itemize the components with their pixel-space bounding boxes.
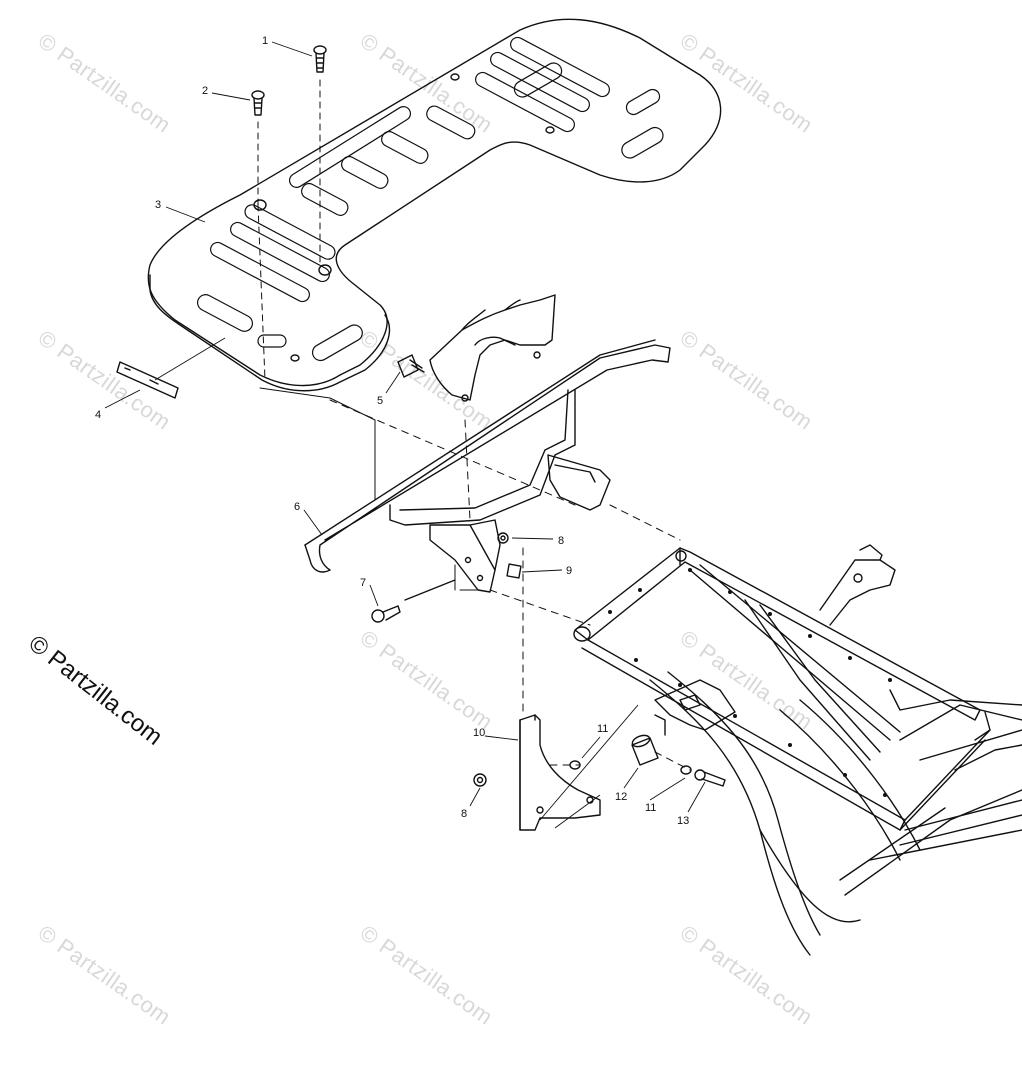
- callout-7: 7: [360, 577, 367, 589]
- nut-8-lower: [473, 773, 487, 787]
- mount-bracket: [429, 454, 611, 593]
- atv-frame: [573, 544, 1022, 956]
- callout-8-lower: 8: [461, 808, 468, 820]
- callout-2: 2: [202, 85, 209, 97]
- callout-10: 10: [473, 727, 486, 739]
- rack-support-6: [304, 339, 671, 573]
- callout-11b: 11: [645, 802, 657, 814]
- callout-4: 4: [95, 409, 102, 421]
- callout-5: 5: [377, 395, 384, 407]
- square-nut-9: [506, 563, 522, 579]
- callout-3: 3: [155, 199, 162, 211]
- screw-2: [251, 90, 265, 116]
- callout-13: 13: [677, 815, 690, 827]
- washer-11b: [680, 765, 692, 775]
- callout-1: 1: [262, 35, 269, 47]
- callout-9: 9: [566, 565, 573, 577]
- lower-bracket-10: [519, 714, 601, 831]
- bolt-13: [694, 769, 726, 787]
- fender-piece: [429, 294, 556, 402]
- callout-11: 11: [597, 723, 609, 735]
- nut-8: [497, 532, 509, 544]
- callout-8: 8: [558, 535, 565, 547]
- callout-6: 6: [294, 501, 301, 513]
- reflector-4: [116, 361, 179, 399]
- bolt-5: [397, 354, 425, 378]
- screw-7: [371, 579, 456, 623]
- callout-12: 12: [615, 791, 628, 803]
- screw-1: [313, 45, 327, 73]
- rear-rack: [147, 18, 722, 392]
- spacer-12: [631, 734, 659, 766]
